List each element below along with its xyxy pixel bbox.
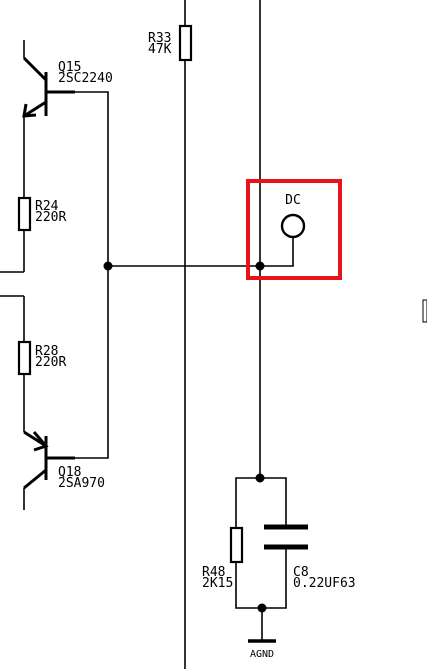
- r33-body: [178, 24, 193, 62]
- r33-ref-label: R33: [148, 31, 171, 46]
- transistor-q15: [22, 40, 75, 140]
- q18-ref-label: Q18: [58, 465, 81, 480]
- ground-symbol: [248, 608, 276, 643]
- resistor-r33: [178, 0, 193, 669]
- junction-dot-base: [103, 261, 113, 271]
- resistor-r48: [229, 526, 244, 594]
- transistor-q18: [23, 430, 75, 510]
- resistor-r24: [17, 140, 32, 272]
- test-point-wire: [260, 238, 294, 267]
- r24-value-label: 220R: [35, 210, 66, 225]
- q15-emitter-leg: [23, 100, 47, 118]
- highlight-box: [246, 179, 342, 280]
- r24-ref-label: R24: [35, 199, 59, 214]
- r28-value-label: 220R: [35, 355, 66, 370]
- q15-collector-leg: [22, 56, 48, 82]
- r48-ref-label: R48: [202, 565, 225, 580]
- q15-ref-label: Q15: [58, 60, 81, 75]
- right-edge-fragment: [422, 299, 427, 323]
- dc-test-point[interactable]: DC: [260, 193, 306, 267]
- r28-body: [17, 340, 32, 376]
- r28-ref-label: R28: [35, 344, 58, 359]
- q15-value-label: 2SC2240: [58, 71, 113, 86]
- r33-value-label: 47K: [148, 42, 172, 57]
- cutoff-symbol: [422, 299, 427, 323]
- test-point-label: DC: [285, 193, 301, 208]
- test-point-ring[interactable]: [280, 213, 306, 239]
- ground-label: AGND: [250, 649, 274, 660]
- resistor-r28: [17, 296, 32, 432]
- c8-value-label: 0.22UF63: [293, 576, 356, 591]
- r48-body: [229, 526, 244, 564]
- network-top-wire: [235, 477, 287, 528]
- r24-body: [17, 196, 32, 232]
- q18-collector-leg: [23, 468, 47, 490]
- r48-value-label: 2K15: [202, 576, 233, 591]
- q18-value-label: 2SA970: [58, 476, 105, 491]
- c8-ref-label: C8: [293, 565, 309, 580]
- base-bias-wire: [75, 91, 109, 459]
- capacitor-c8: [264, 524, 308, 594]
